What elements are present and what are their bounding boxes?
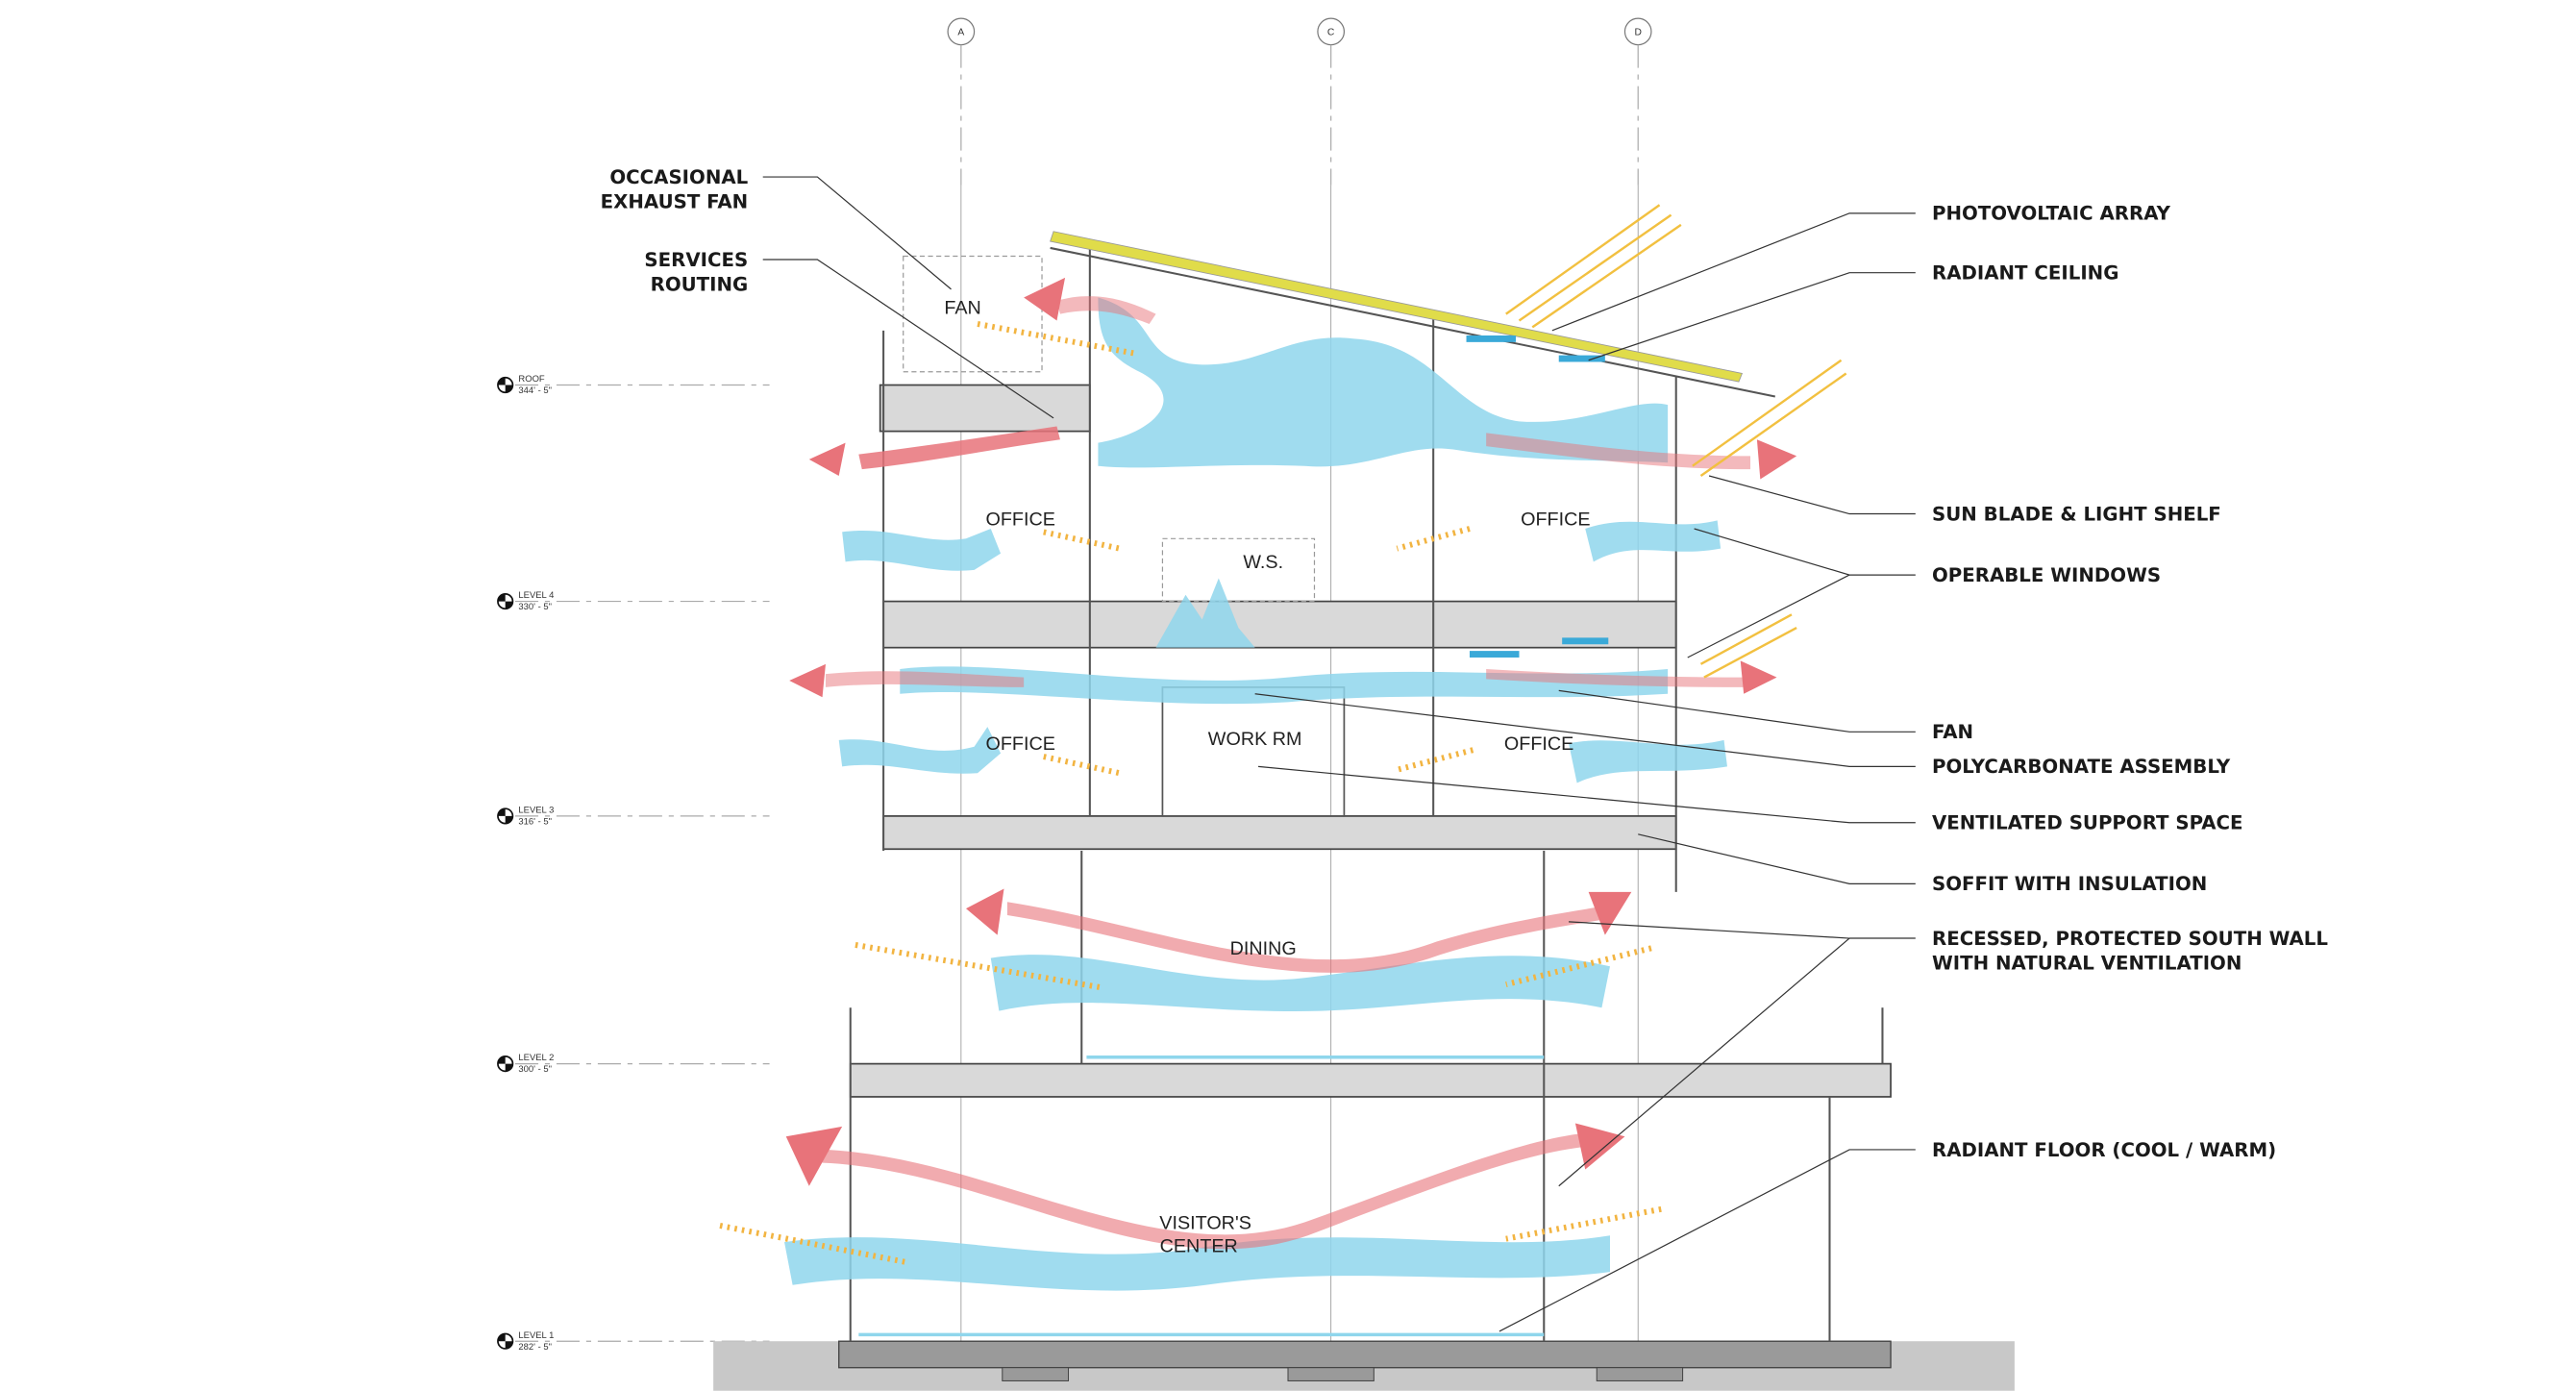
callout-occasional-exhaust-fan: OCCASIONAL EXHAUST FAN: [601, 166, 952, 290]
room-label-office: OFFICE: [1521, 509, 1590, 531]
level-elevation: 282' - 5": [518, 1342, 552, 1353]
level-elevation: 344' - 5": [518, 385, 552, 396]
callout-services-routing: SERVICES ROUTING: [644, 249, 1054, 419]
callout-text: EXHAUST FAN: [601, 191, 749, 213]
level-elevation: 316' - 5": [518, 817, 552, 828]
callout-radiant-ceiling: RADIANT CEILING: [1588, 262, 2118, 361]
callout-text: RADIANT FLOOR (COOL / WARM): [1932, 1139, 2276, 1161]
level-marker-2: LEVEL 2 300' - 5": [497, 1053, 770, 1075]
callout-text: SOFFIT WITH INSULATION: [1932, 873, 2207, 895]
level-marker-4: LEVEL 4 330' - 5": [497, 590, 770, 612]
building-structure: [849, 247, 1892, 1342]
grid-label: D: [1634, 27, 1641, 37]
room-label-office: OFFICE: [985, 733, 1054, 755]
callout-text: WITH NATURAL VENTILATION: [1932, 953, 2242, 975]
callout-text: FAN: [1932, 721, 1973, 743]
callout-text: PHOTOVOLTAIC ARRAY: [1932, 203, 2171, 225]
callout-radiant-floor: RADIANT FLOOR (COOL / WARM): [1499, 1139, 2276, 1332]
room-label-ws: W.S.: [1243, 552, 1283, 573]
callout-text: OPERABLE WINDOWS: [1932, 564, 2161, 586]
callout-soffit-with-insulation: SOFFIT WITH INSULATION: [1638, 833, 2207, 895]
callout-text: SERVICES: [644, 249, 748, 271]
room-label-visitors-center: VISITOR'S: [1159, 1212, 1251, 1233]
level-marker-3: LEVEL 3 316' - 5": [497, 805, 770, 828]
room-label-office: OFFICE: [1504, 733, 1573, 755]
level-name: LEVEL 3: [518, 805, 554, 815]
callout-fan: FAN: [1558, 689, 1973, 743]
callout-text: RECESSED, PROTECTED SOUTH WALL: [1932, 928, 2328, 950]
callout-polycarbonate-assembly: POLYCARBONATE ASSEMBLY: [1254, 693, 2231, 778]
level-marker-1: LEVEL 1 282' - 5": [497, 1330, 770, 1353]
warm-airflow: [785, 277, 1797, 1250]
radiant-ceiling-panel: [1466, 335, 1517, 342]
room-label-work-rm: WORK RM: [1208, 729, 1302, 750]
level-marker-roof: ROOF 344' - 5": [497, 374, 770, 396]
radiant-ceiling-panel: [1558, 355, 1605, 362]
callout-recessed-south-wall: RECESSED, PROTECTED SOUTH WALL WITH NATU…: [1558, 921, 2328, 1187]
callout-ventilated-support-space: VENTILATED SUPPORT SPACE: [1258, 765, 2243, 834]
level-name: LEVEL 2: [518, 1053, 554, 1063]
room-label-visitors-center: CENTER: [1160, 1235, 1238, 1256]
level-name: ROOF: [518, 374, 544, 385]
level-elevation: 300' - 5": [518, 1064, 552, 1075]
callout-text: SUN BLADE & LIGHT SHELF: [1932, 503, 2221, 525]
sunlight: [719, 204, 1847, 1265]
level-name: LEVEL 4: [518, 590, 554, 601]
callout-text: RADIANT CEILING: [1932, 262, 2118, 285]
callout-text: OCCASIONAL: [609, 166, 748, 188]
callout-operable-windows: OPERABLE WINDOWS: [1687, 528, 2161, 658]
grid-label: C: [1327, 27, 1335, 37]
room-label-dining: DINING: [1230, 938, 1297, 959]
foundation: [838, 1340, 1892, 1369]
callout-sun-blade-light-shelf: SUN BLADE & LIGHT SHELF: [1708, 475, 2221, 525]
callout-photovoltaic-array: PHOTOVOLTAIC ARRAY: [1551, 203, 2171, 332]
level-name: LEVEL 1: [518, 1330, 554, 1341]
callout-text: VENTILATED SUPPORT SPACE: [1932, 812, 2243, 834]
callout-text: ROUTING: [651, 274, 749, 296]
cool-airflow: [784, 297, 1727, 1291]
callout-text: POLYCARBONATE ASSEMBLY: [1932, 756, 2231, 778]
level-elevation: 330' - 5": [518, 602, 552, 612]
photovoltaic-array: [1050, 231, 1744, 383]
grid-label: A: [957, 27, 964, 37]
room-label-fan: FAN: [944, 298, 980, 319]
room-label-office: OFFICE: [985, 509, 1054, 531]
